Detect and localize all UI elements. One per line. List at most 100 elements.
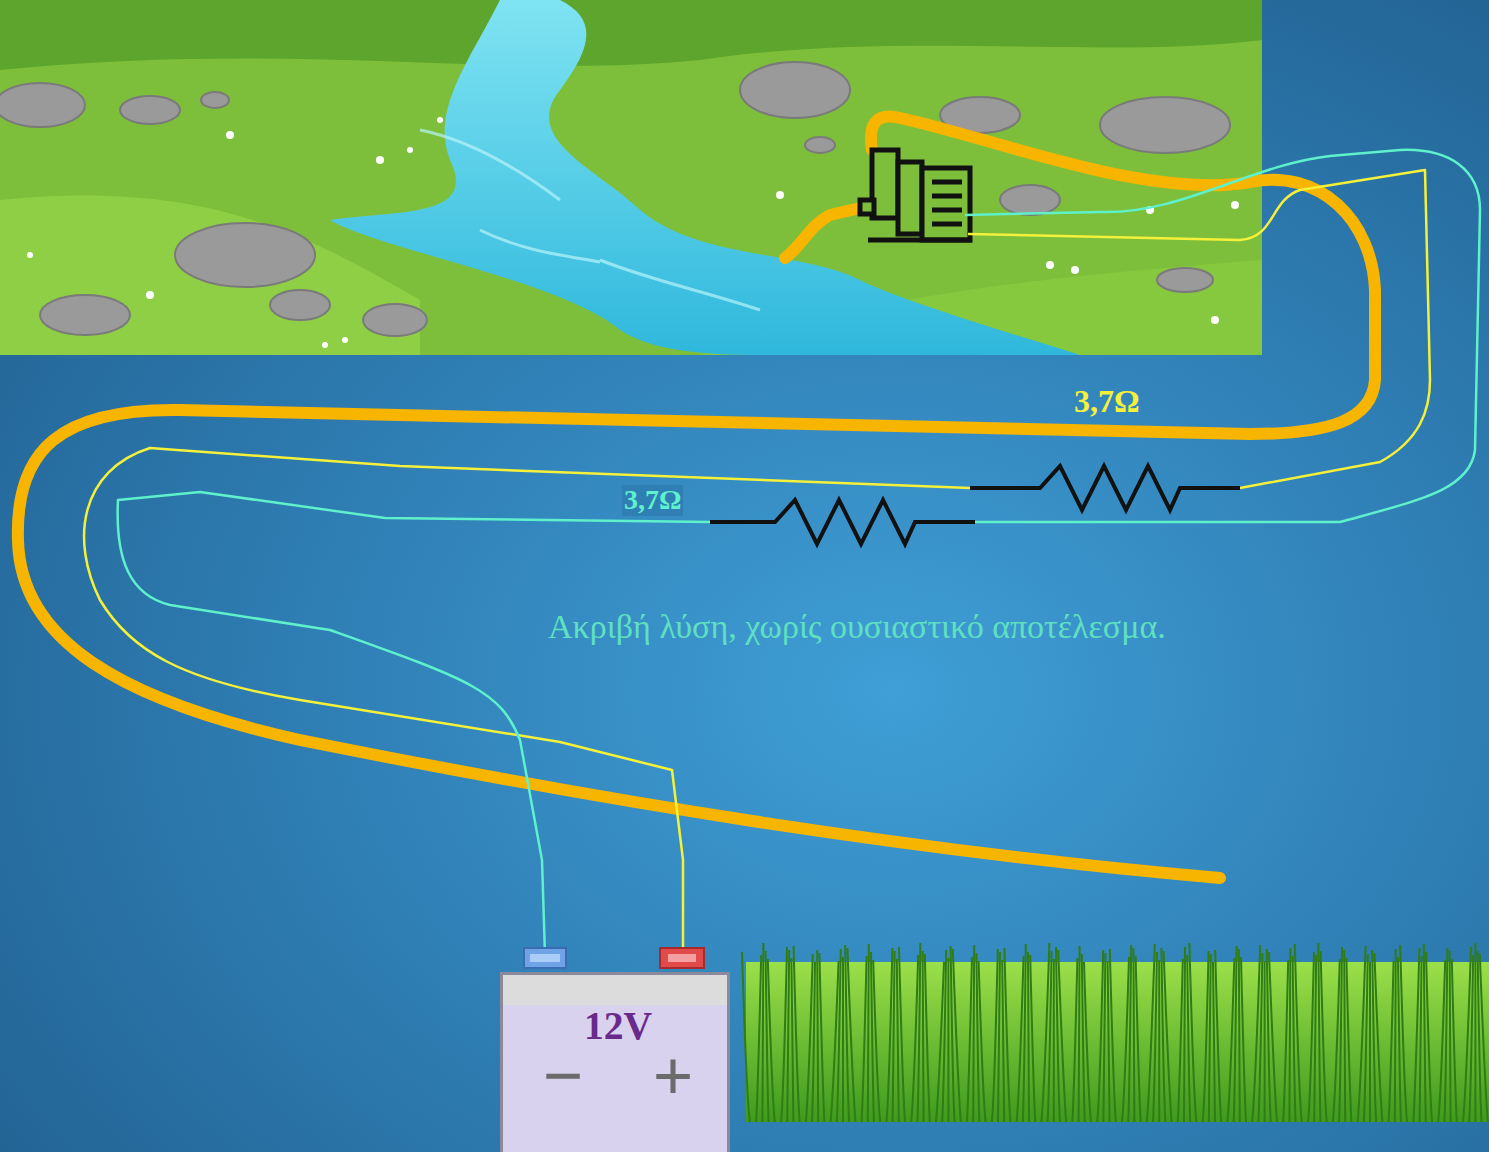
minus-sign: −	[533, 1037, 593, 1116]
grass-blade	[998, 952, 1000, 1122]
grass-blade	[1053, 959, 1055, 1122]
grass-blade	[1239, 949, 1240, 1122]
grass-blade	[1364, 954, 1368, 1122]
grass-blade	[791, 958, 793, 1122]
grass-blade	[794, 946, 800, 1122]
grass-blade	[1048, 951, 1052, 1122]
grass-blade	[1264, 961, 1266, 1122]
positive-wire	[84, 170, 1430, 955]
grass-blade	[1369, 962, 1371, 1122]
resistor-symbol	[970, 466, 1240, 510]
grass-blade	[1209, 954, 1211, 1122]
grass-blade	[1295, 944, 1302, 1122]
grass-blade	[1241, 957, 1246, 1122]
grass-blade	[1017, 956, 1024, 1122]
grass-blade	[1079, 946, 1080, 1122]
grass-blade	[781, 947, 787, 1122]
grass-blade	[868, 944, 869, 1122]
grass-blade	[1215, 950, 1221, 1122]
grass-blade	[1289, 948, 1290, 1122]
grass-blade	[1420, 956, 1422, 1122]
grass-blade	[1444, 948, 1447, 1122]
pump-symbol	[860, 150, 972, 240]
grass-blade	[992, 949, 998, 1122]
grass-blade	[1158, 960, 1160, 1122]
positive-terminal	[660, 948, 704, 968]
positive-terminal	[668, 954, 696, 962]
river-landscape	[0, 0, 1262, 355]
grass-blade	[1374, 953, 1382, 1122]
grass-blade	[842, 957, 844, 1122]
negative-terminal	[524, 948, 566, 968]
grass-blade	[1480, 954, 1488, 1122]
grass-blade	[1452, 959, 1457, 1122]
flowers	[27, 117, 1239, 348]
grass-blade	[1023, 944, 1026, 1122]
grass-blade	[1097, 950, 1103, 1122]
grass-blade	[917, 943, 920, 1122]
grass-blade	[1189, 943, 1196, 1122]
grass-blade	[1346, 958, 1351, 1122]
resistor-symbol	[710, 500, 975, 544]
grass-blade	[837, 949, 841, 1122]
resistance-value: 3,7Ω	[622, 485, 683, 516]
grass-blade	[897, 959, 899, 1122]
grass-blade	[1400, 945, 1407, 1122]
grass-blade	[1269, 952, 1277, 1122]
plus-sign: +	[643, 1037, 703, 1116]
grass-blade	[787, 950, 789, 1122]
grass-blade	[1133, 948, 1134, 1122]
grass-blade	[953, 949, 961, 1122]
grass-blade	[1184, 947, 1185, 1122]
grass-blade	[1258, 953, 1262, 1122]
water-hose	[18, 117, 1375, 878]
grass-blade	[1333, 959, 1340, 1122]
grass-blade	[1153, 952, 1157, 1122]
grass-blade	[1203, 951, 1209, 1122]
grass-blade	[1072, 958, 1077, 1122]
grass-blade	[899, 947, 905, 1122]
grass-blade	[1283, 960, 1288, 1122]
grass-blade	[847, 948, 855, 1122]
grass-blade	[923, 951, 924, 1122]
grass-blade	[812, 962, 815, 1122]
grass-blade	[1213, 962, 1215, 1122]
negative-wire	[118, 150, 1480, 955]
grass-blade	[1084, 962, 1091, 1122]
grass-blade	[1028, 952, 1029, 1122]
grass-blade	[1395, 949, 1396, 1122]
grass-blade	[1438, 960, 1445, 1122]
grass-blade	[817, 950, 818, 1122]
grass-blade	[886, 948, 892, 1122]
grass-blade	[1103, 953, 1105, 1122]
grass-blade	[762, 943, 763, 1122]
grass-blade	[1339, 947, 1342, 1122]
grass-blade	[873, 960, 880, 1122]
grass-blade	[1128, 945, 1131, 1122]
grass-blade	[1004, 948, 1010, 1122]
grass-blade	[1030, 955, 1035, 1122]
grass-blade	[1413, 948, 1419, 1122]
grass-blade	[925, 954, 930, 1122]
grass-blade	[1122, 957, 1129, 1122]
battery: 12V−+	[500, 972, 730, 1152]
note-text: Ακριβή λύση, χωρίς ουσιαστικό αποτέλεσμα…	[546, 608, 1168, 645]
grass-blade	[1389, 961, 1394, 1122]
grass-blade	[942, 950, 946, 1122]
grass-blade	[1469, 955, 1473, 1122]
grass-blade	[1314, 955, 1316, 1122]
grass-blade	[911, 955, 918, 1122]
grass	[742, 943, 1489, 1122]
grass-blade	[1136, 956, 1141, 1122]
grass-blade	[806, 954, 813, 1122]
resistance-value: 3,7Ω	[1072, 384, 1142, 419]
grass-blade	[1344, 950, 1345, 1122]
grass-blade	[1321, 951, 1327, 1122]
grass-blade	[742, 952, 750, 1122]
grass-blade	[862, 956, 867, 1122]
grass-blade	[967, 957, 972, 1122]
grass-blade	[1110, 949, 1116, 1122]
grass-blade	[893, 951, 895, 1122]
grass-blade	[819, 953, 824, 1122]
